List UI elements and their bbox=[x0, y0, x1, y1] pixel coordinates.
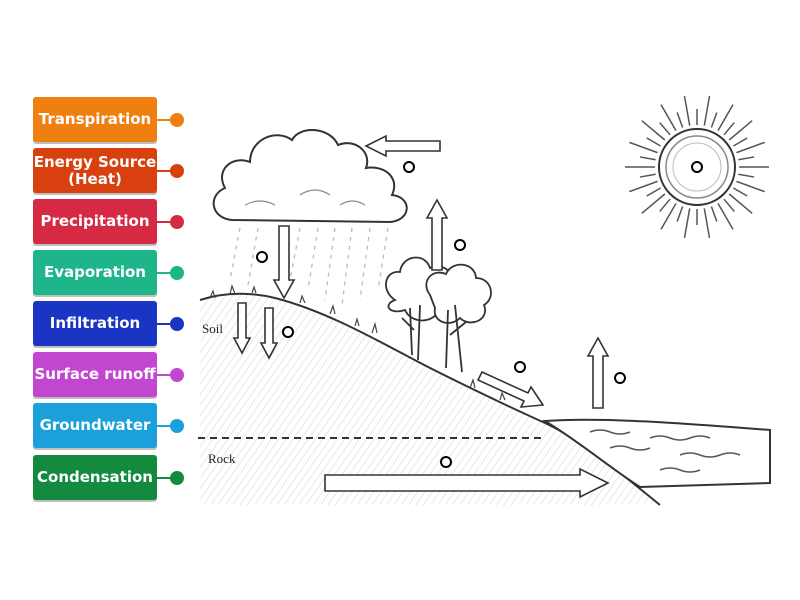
sun-ray bbox=[629, 180, 658, 193]
sun-ray bbox=[710, 206, 718, 222]
sun-ray bbox=[723, 198, 735, 212]
sun-ray bbox=[646, 187, 662, 197]
rain bbox=[229, 227, 389, 306]
label-energy-source[interactable]: Energy Source (Heat) bbox=[33, 148, 157, 193]
sun-ray bbox=[629, 141, 658, 154]
sun-ray bbox=[738, 156, 755, 161]
label-text: Groundwater bbox=[39, 416, 151, 434]
arrow-down-icon bbox=[272, 225, 296, 300]
sun-ray bbox=[676, 206, 684, 222]
sun-ray bbox=[732, 137, 748, 147]
ground-mass bbox=[200, 293, 660, 505]
arrow-right-icon bbox=[324, 467, 610, 499]
drop-target-evaporation[interactable] bbox=[614, 372, 626, 384]
drop-target-precipitation[interactable] bbox=[256, 251, 268, 263]
label-text: Energy Source (Heat) bbox=[33, 152, 157, 188]
sun-ray bbox=[736, 141, 765, 154]
grass bbox=[209, 283, 506, 401]
soil-label: Soil bbox=[202, 321, 223, 336]
label-surface-runoff[interactable]: Surface runoff bbox=[33, 352, 157, 397]
drag-pin[interactable] bbox=[170, 471, 184, 485]
arrow-down-icon bbox=[232, 302, 252, 355]
drag-pin[interactable] bbox=[170, 215, 184, 229]
drag-pin[interactable] bbox=[170, 419, 184, 433]
drop-target-condensation[interactable] bbox=[403, 161, 415, 173]
label-text: Transpiration bbox=[38, 110, 152, 128]
arrows bbox=[232, 134, 610, 499]
sun-ray bbox=[639, 173, 656, 178]
cloud-shading bbox=[244, 189, 366, 206]
sun-ray bbox=[683, 208, 691, 239]
sun-ray bbox=[728, 193, 753, 214]
connector-line bbox=[157, 272, 171, 274]
rock-label: Rock bbox=[208, 451, 236, 466]
sun-ray bbox=[738, 173, 755, 178]
arrow-diagonal-icon bbox=[476, 370, 545, 408]
sun-ray bbox=[710, 112, 718, 128]
sun-ray bbox=[717, 202, 734, 230]
sun-ray bbox=[639, 156, 656, 161]
label-text: Condensation bbox=[37, 468, 153, 486]
connector-line bbox=[157, 323, 171, 325]
sun-ray bbox=[659, 198, 671, 212]
drop-target-transpiration[interactable] bbox=[454, 239, 466, 251]
sun-ray bbox=[703, 95, 711, 126]
water-body bbox=[541, 418, 771, 489]
sun-ray bbox=[717, 104, 734, 132]
cloud-icon bbox=[212, 128, 408, 224]
drop-target-surface-runoff[interactable] bbox=[514, 361, 526, 373]
trees bbox=[385, 256, 492, 373]
arrow-down-icon bbox=[259, 307, 279, 360]
label-infiltration[interactable]: Infiltration bbox=[33, 301, 157, 346]
sun-ray bbox=[676, 112, 684, 128]
sun-ray bbox=[659, 122, 671, 136]
sun-ray bbox=[641, 120, 666, 141]
sun-ray bbox=[728, 120, 753, 141]
sun-ray bbox=[660, 202, 677, 230]
drop-target-infiltration[interactable] bbox=[282, 326, 294, 338]
drag-pin[interactable] bbox=[170, 266, 184, 280]
sun-ray bbox=[646, 137, 662, 147]
connector-line bbox=[157, 374, 171, 376]
sun-ray bbox=[683, 95, 691, 126]
arrow-up-icon bbox=[425, 198, 449, 271]
sun-ray bbox=[732, 187, 748, 197]
connector-line bbox=[157, 119, 171, 121]
drop-target-sun[interactable] bbox=[691, 161, 703, 173]
connector-line bbox=[157, 425, 171, 427]
drag-pin[interactable] bbox=[170, 368, 184, 382]
sun-ray bbox=[660, 104, 677, 132]
water-ripples bbox=[589, 429, 741, 473]
label-transpiration[interactable]: Transpiration bbox=[33, 97, 157, 142]
label-text: Evaporation bbox=[43, 263, 146, 281]
drag-pin[interactable] bbox=[170, 164, 184, 178]
connector-line bbox=[157, 170, 171, 172]
arrow-up-icon bbox=[586, 336, 610, 409]
connector-line bbox=[157, 477, 171, 479]
label-precipitation[interactable]: Precipitation bbox=[33, 199, 157, 244]
drop-target-groundwater[interactable] bbox=[440, 456, 452, 468]
label-text: Precipitation bbox=[40, 212, 150, 230]
label-text: Infiltration bbox=[49, 314, 141, 332]
label-text: Surface runoff bbox=[34, 365, 156, 383]
label-evaporation[interactable]: Evaporation bbox=[33, 250, 157, 295]
sun-ray bbox=[723, 122, 735, 136]
drag-pin[interactable] bbox=[170, 317, 184, 331]
arrow-left-icon bbox=[364, 134, 441, 158]
connector-line bbox=[157, 221, 171, 223]
sun-ray bbox=[641, 193, 666, 214]
label-condensation[interactable]: Condensation bbox=[33, 455, 157, 500]
label-groundwater[interactable]: Groundwater bbox=[33, 403, 157, 448]
sun-ray bbox=[703, 208, 711, 239]
drag-pin[interactable] bbox=[170, 113, 184, 127]
sun-ray bbox=[736, 180, 765, 193]
